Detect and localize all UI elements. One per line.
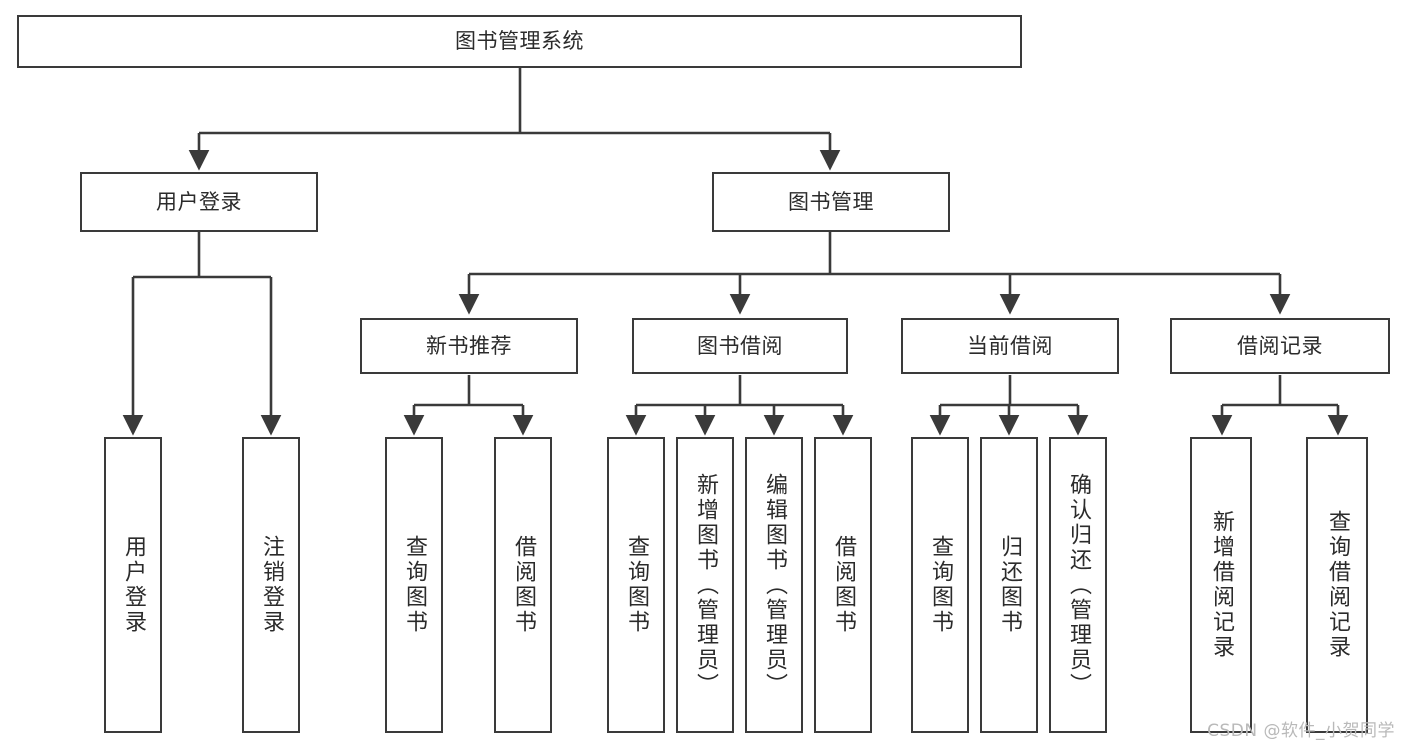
- node-leaf-add-record-label: 新增借阅记录: [1209, 510, 1234, 660]
- node-leaf-add-book[interactable]: 新增图书（管理员）: [676, 437, 734, 733]
- node-leaf-query-book-3-label: 查询图书: [928, 535, 953, 635]
- node-borrow-record-label: 借阅记录: [1237, 333, 1323, 358]
- node-leaf-query-book-2-label: 查询图书: [624, 535, 649, 635]
- node-leaf-borrow-book-1-label: 借阅图书: [511, 535, 536, 635]
- node-leaf-logout-login-label: 注销登录: [259, 535, 284, 635]
- node-leaf-query-book-2[interactable]: 查询图书: [607, 437, 665, 733]
- watermark-text: CSDN @软件_小贺同学: [1207, 721, 1395, 741]
- node-book-manage-label: 图书管理: [788, 189, 874, 214]
- node-leaf-borrow-book-2-label: 借阅图书: [831, 535, 856, 635]
- node-leaf-borrow-book-1[interactable]: 借阅图书: [494, 437, 552, 733]
- node-user-login-label: 用户登录: [156, 189, 242, 214]
- node-book-borrow[interactable]: 图书借阅: [632, 318, 848, 374]
- node-current-borrow[interactable]: 当前借阅: [901, 318, 1119, 374]
- node-book-manage[interactable]: 图书管理: [712, 172, 950, 232]
- node-new-book-recommend[interactable]: 新书推荐: [360, 318, 578, 374]
- node-leaf-user-login-label: 用户登录: [121, 535, 146, 635]
- node-leaf-confirm-return[interactable]: 确认归还（管理员）: [1049, 437, 1107, 733]
- node-leaf-query-record-label: 查询借阅记录: [1325, 510, 1350, 660]
- node-root[interactable]: 图书管理系统: [17, 15, 1022, 68]
- node-leaf-add-book-label: 新增图书（管理员）: [693, 472, 718, 698]
- node-leaf-edit-book[interactable]: 编辑图书（管理员）: [745, 437, 803, 733]
- node-root-label: 图书管理系统: [455, 29, 584, 54]
- node-leaf-return-book-label: 归还图书: [997, 535, 1022, 635]
- node-current-borrow-label: 当前借阅: [967, 333, 1053, 358]
- node-leaf-confirm-return-label: 确认归还（管理员）: [1066, 472, 1091, 698]
- node-new-book-recommend-label: 新书推荐: [426, 333, 512, 358]
- node-leaf-user-login[interactable]: 用户登录: [104, 437, 162, 733]
- node-book-borrow-label: 图书借阅: [697, 333, 783, 358]
- node-leaf-return-book[interactable]: 归还图书: [980, 437, 1038, 733]
- node-leaf-add-record[interactable]: 新增借阅记录: [1190, 437, 1252, 733]
- node-leaf-query-book-1-label: 查询图书: [402, 535, 427, 635]
- node-leaf-query-book-3[interactable]: 查询图书: [911, 437, 969, 733]
- node-leaf-edit-book-label: 编辑图书（管理员）: [762, 472, 787, 698]
- node-user-login[interactable]: 用户登录: [80, 172, 318, 232]
- node-leaf-query-record[interactable]: 查询借阅记录: [1306, 437, 1368, 733]
- node-borrow-record[interactable]: 借阅记录: [1170, 318, 1390, 374]
- node-leaf-logout-login[interactable]: 注销登录: [242, 437, 300, 733]
- node-leaf-borrow-book-2[interactable]: 借阅图书: [814, 437, 872, 733]
- node-leaf-query-book-1[interactable]: 查询图书: [385, 437, 443, 733]
